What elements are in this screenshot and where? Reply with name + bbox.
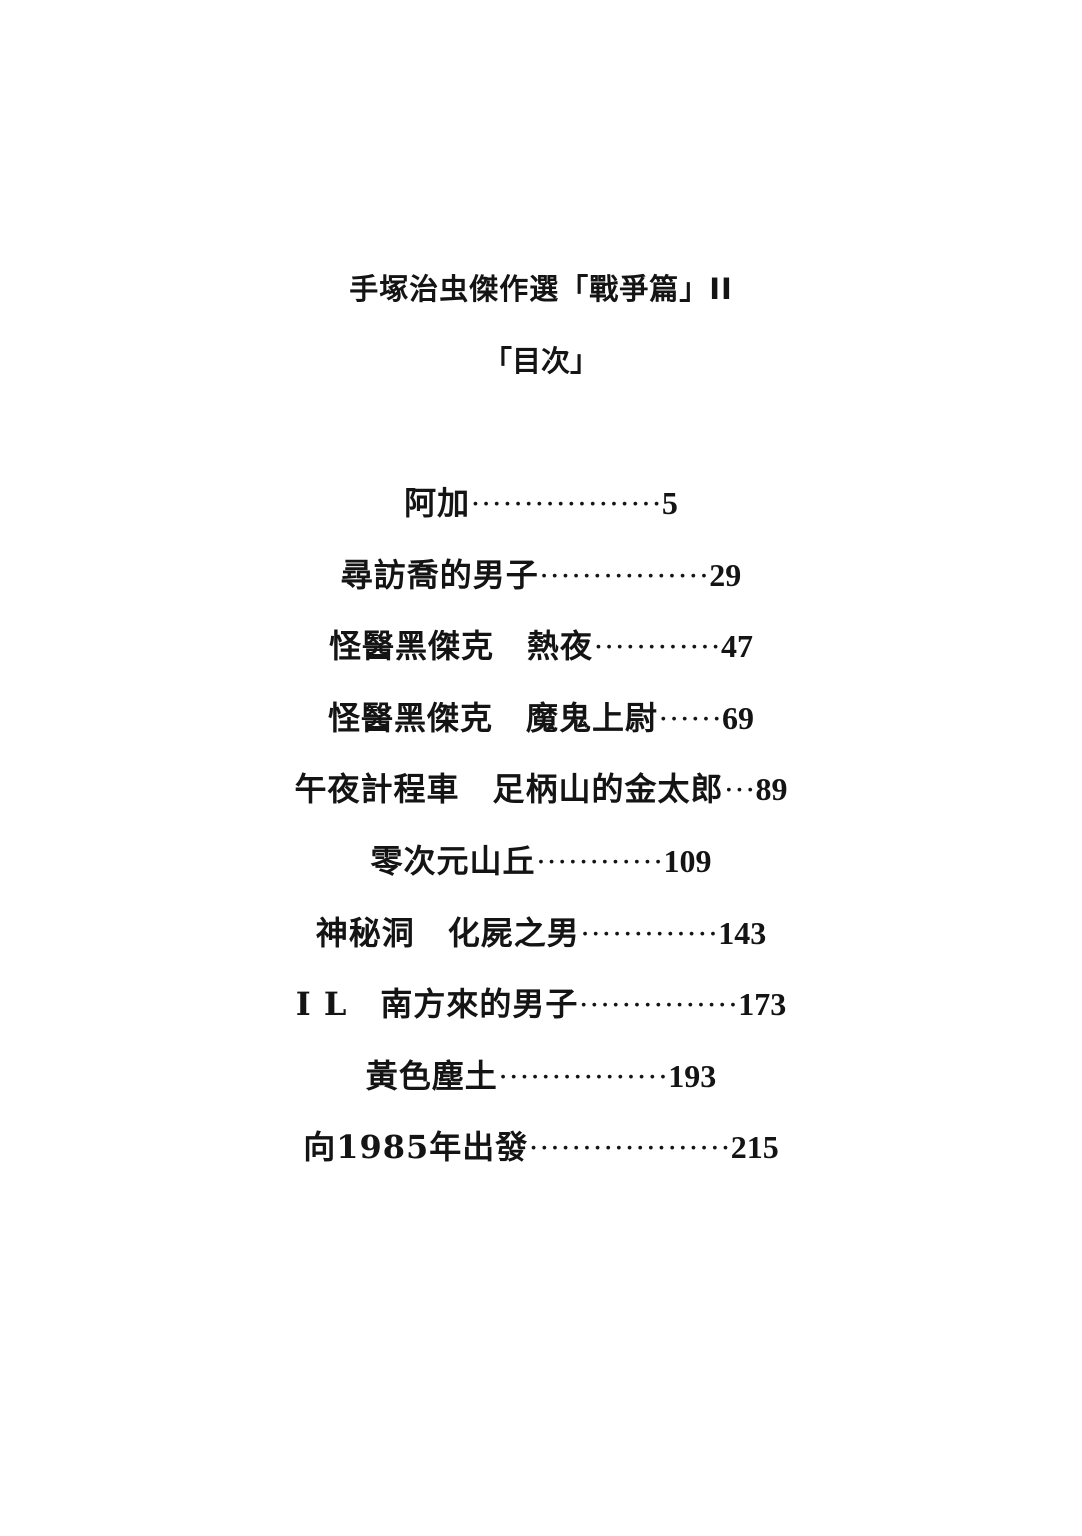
toc-entry: 零次元山丘············109 — [0, 826, 1082, 898]
toc-entry: 阿加··················5 — [0, 468, 1082, 540]
toc-entry-page: 215 — [730, 1129, 779, 1166]
toc-entry-page: 5 — [661, 485, 678, 521]
toc-entry-page: 69 — [721, 699, 754, 736]
toc-entry-leader: ············ — [535, 842, 664, 879]
toc-entry-title: 午夜計程車 足柄山的金太郎 — [294, 770, 724, 809]
toc-entry-title: I L 南方來的男子 — [295, 985, 579, 1024]
toc-entry-leader: ················ — [497, 1057, 669, 1094]
toc-entry-title: 零次元山丘 — [370, 841, 536, 880]
toc-entry: 尋訪喬的男子················29 — [0, 540, 1082, 612]
toc-entry: 黃色塵土················193 — [0, 1041, 1082, 1113]
toc-entry-title: 尋訪喬的男子 — [340, 555, 539, 594]
toc-entry-title: 向1985年出發 — [303, 1128, 529, 1167]
toc-entry: I L 南方來的男子···············173 — [0, 969, 1082, 1041]
toc-entry: 怪醫黑傑克 魔鬼上尉······69 — [0, 683, 1082, 755]
toc-entry-page: 109 — [663, 842, 712, 879]
toc-entry-leader: ······ — [658, 699, 722, 736]
toc-entry: 向1985年出發···················215 — [0, 1112, 1082, 1184]
toc-entry: 神秘洞 化屍之男·············143 — [0, 898, 1082, 970]
toc-entry-title: 阿加 — [404, 484, 471, 522]
toc-entry-title: 神秘洞 化屍之男 — [315, 913, 580, 952]
toc-entry-title: 黃色塵土 — [365, 1056, 498, 1095]
toc-entry-leader: ··· — [723, 771, 756, 808]
toc-entry-title: 怪醫黑傑克 熱夜 — [329, 627, 594, 666]
toc-entry-leader: ············· — [579, 914, 719, 951]
toc-entry-page: 47 — [720, 628, 753, 665]
toc-entry-leader: ··················· — [528, 1129, 731, 1166]
book-title: 手塚治虫傑作選「戰爭篇」II — [349, 272, 733, 306]
toc-entry-title: 怪醫黑傑克 魔鬼上尉 — [328, 698, 659, 737]
toc-entry-leader: ·················· — [470, 485, 662, 521]
toc-entry-page: 89 — [755, 771, 788, 808]
toc-entry-page: 143 — [718, 914, 767, 951]
table-of-contents: 阿加··················5 尋訪喬的男子············… — [0, 468, 1082, 1184]
toc-heading: 「目次」 — [482, 344, 599, 378]
toc-entry: 怪醫黑傑克 熱夜············47 — [0, 611, 1082, 683]
toc-entry-leader: ············ — [593, 628, 721, 665]
toc-entry-page: 29 — [709, 556, 742, 593]
toc-entry-page: 193 — [668, 1057, 717, 1094]
toc-entry-leader: ················ — [538, 556, 710, 593]
toc-entry-leader: ··············· — [578, 986, 739, 1023]
toc-entry: 午夜計程車 足柄山的金太郎···89 — [0, 754, 1082, 826]
toc-entry-page: 173 — [738, 986, 787, 1023]
